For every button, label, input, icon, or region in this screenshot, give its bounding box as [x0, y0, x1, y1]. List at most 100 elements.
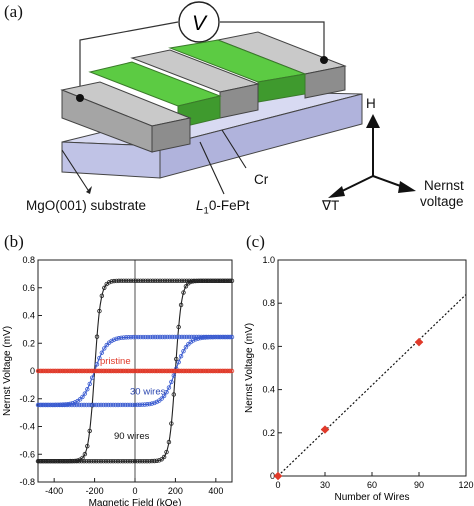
- series-point-0-126: [137, 458, 143, 464]
- series-point-2-324: [162, 368, 168, 374]
- series-point-1-54: [79, 402, 84, 408]
- series-point-1-330: [157, 334, 163, 340]
- series-point-0-480: [36, 458, 42, 464]
- series-point-0-354: [138, 278, 143, 284]
- series-point-2-468: [46, 368, 51, 374]
- series-point-2-333: [155, 368, 160, 374]
- series-point-0-240: [229, 278, 235, 284]
- axis-h-label: H: [366, 96, 376, 111]
- series-point-0-399: [102, 285, 107, 291]
- series-point-0-63: [86, 458, 92, 464]
- series-point-0-390: [109, 279, 114, 284]
- axis-gradt-arrow-icon: [328, 186, 345, 198]
- panel-c-label: (c): [246, 232, 265, 251]
- series-point-0-348: [143, 278, 148, 284]
- series-point-1-471: [43, 402, 49, 408]
- series-point-1-405: [97, 355, 102, 361]
- series-point-1-402: [99, 350, 105, 355]
- series-point-2-384: [114, 368, 119, 374]
- series-point-1-267: [208, 334, 214, 340]
- series-point-1-318: [167, 334, 172, 340]
- series-point-1-324: [162, 334, 168, 340]
- series-point-1-294: [186, 334, 192, 340]
- series-point-1-105: [120, 402, 126, 408]
- series-point-2-288: [191, 368, 197, 374]
- series-point-0-156: [161, 454, 167, 460]
- y-tick-label-b-5: -0.2: [19, 394, 35, 404]
- series-point-1-312: [172, 334, 177, 340]
- series-point-1-126: [137, 402, 143, 408]
- series-point-0-78: [98, 458, 104, 464]
- series-point-1-360: [133, 334, 139, 340]
- series-point-2-282: [196, 368, 202, 374]
- series-point-0-345: [145, 278, 151, 284]
- series-point-1-336: [153, 334, 158, 340]
- voltmeter-symbol: V: [192, 12, 208, 35]
- series-point-1-384: [114, 336, 119, 342]
- series-point-2-435: [72, 368, 78, 374]
- series-point-1-69: [91, 402, 96, 408]
- series-point-1-93: [110, 402, 116, 408]
- series-point-0-162: [166, 439, 172, 445]
- series-point-2-276: [201, 368, 206, 374]
- series-point-1-177: [178, 353, 184, 359]
- substrate-pointer-arrow-icon: [86, 186, 92, 194]
- series-point-1-282: [196, 334, 202, 340]
- series-point-2-417: [87, 368, 92, 374]
- series-point-0-387: [111, 278, 117, 284]
- series-point-0-114: [127, 458, 133, 464]
- series-point-0-453: [58, 458, 63, 464]
- y-tick-label-b-2: 0.4: [22, 311, 35, 321]
- y-tick-label-c-3: 0.4: [262, 385, 275, 395]
- fept-label-rest: -FePt: [216, 198, 250, 213]
- series-point-1-366: [128, 334, 134, 340]
- series-point-0-93: [110, 458, 116, 464]
- series-point-1-369: [126, 335, 131, 340]
- series-point-1-114: [127, 402, 133, 408]
- series-point-2-315: [169, 368, 175, 374]
- fept-label-l: L: [196, 198, 204, 213]
- series-point-2-336: [153, 368, 158, 374]
- series-point-1-111: [125, 402, 130, 408]
- series-point-0-471: [43, 458, 49, 464]
- series-point-0-285: [194, 278, 199, 284]
- series-point-2-369: [126, 368, 131, 374]
- series-point-0-84: [103, 458, 109, 464]
- series-point-0-123: [135, 458, 140, 464]
- series-point-1-141: [149, 401, 155, 406]
- series-point-1-333: [155, 334, 160, 340]
- annotation-pristine: pristine: [100, 356, 131, 367]
- series-point-1-273: [203, 334, 209, 340]
- contact-right-icon: [320, 56, 328, 64]
- annotation-wires90: 90 wires: [114, 431, 150, 442]
- series-point-1-387: [111, 337, 117, 342]
- series-point-2-339: [150, 368, 155, 374]
- series-point-0-456: [56, 458, 61, 464]
- series-point-1-363: [131, 334, 136, 340]
- series-point-0-282: [196, 278, 202, 284]
- series-point-1-66: [89, 402, 94, 408]
- series-point-1-60: [84, 402, 89, 408]
- series-point-1-297: [184, 334, 189, 340]
- series-point-0-267: [208, 278, 214, 284]
- series-point-2-303: [179, 368, 185, 374]
- data-point-1: [320, 425, 330, 434]
- series-point-2-279: [199, 368, 204, 374]
- series-point-0-135: [144, 458, 150, 464]
- series-point-2-306: [177, 368, 182, 374]
- substrate-label: MgO(001) substrate: [26, 198, 147, 213]
- series-point-1-270: [206, 334, 211, 340]
- series-point-0-459: [53, 458, 58, 464]
- series-point-1-258: [216, 334, 221, 340]
- series-point-0-153: [159, 457, 164, 462]
- series-point-1-240: [229, 334, 235, 340]
- series-point-1-453: [58, 402, 63, 407]
- series-point-2-258: [216, 368, 221, 374]
- series-point-2-261: [213, 368, 219, 374]
- series-point-0-441: [68, 458, 73, 464]
- series-point-0-291: [189, 278, 194, 284]
- fit-line: [277, 294, 467, 477]
- y-tick-label-b-3: 0.2: [22, 338, 35, 348]
- series-point-0-429: [77, 457, 83, 462]
